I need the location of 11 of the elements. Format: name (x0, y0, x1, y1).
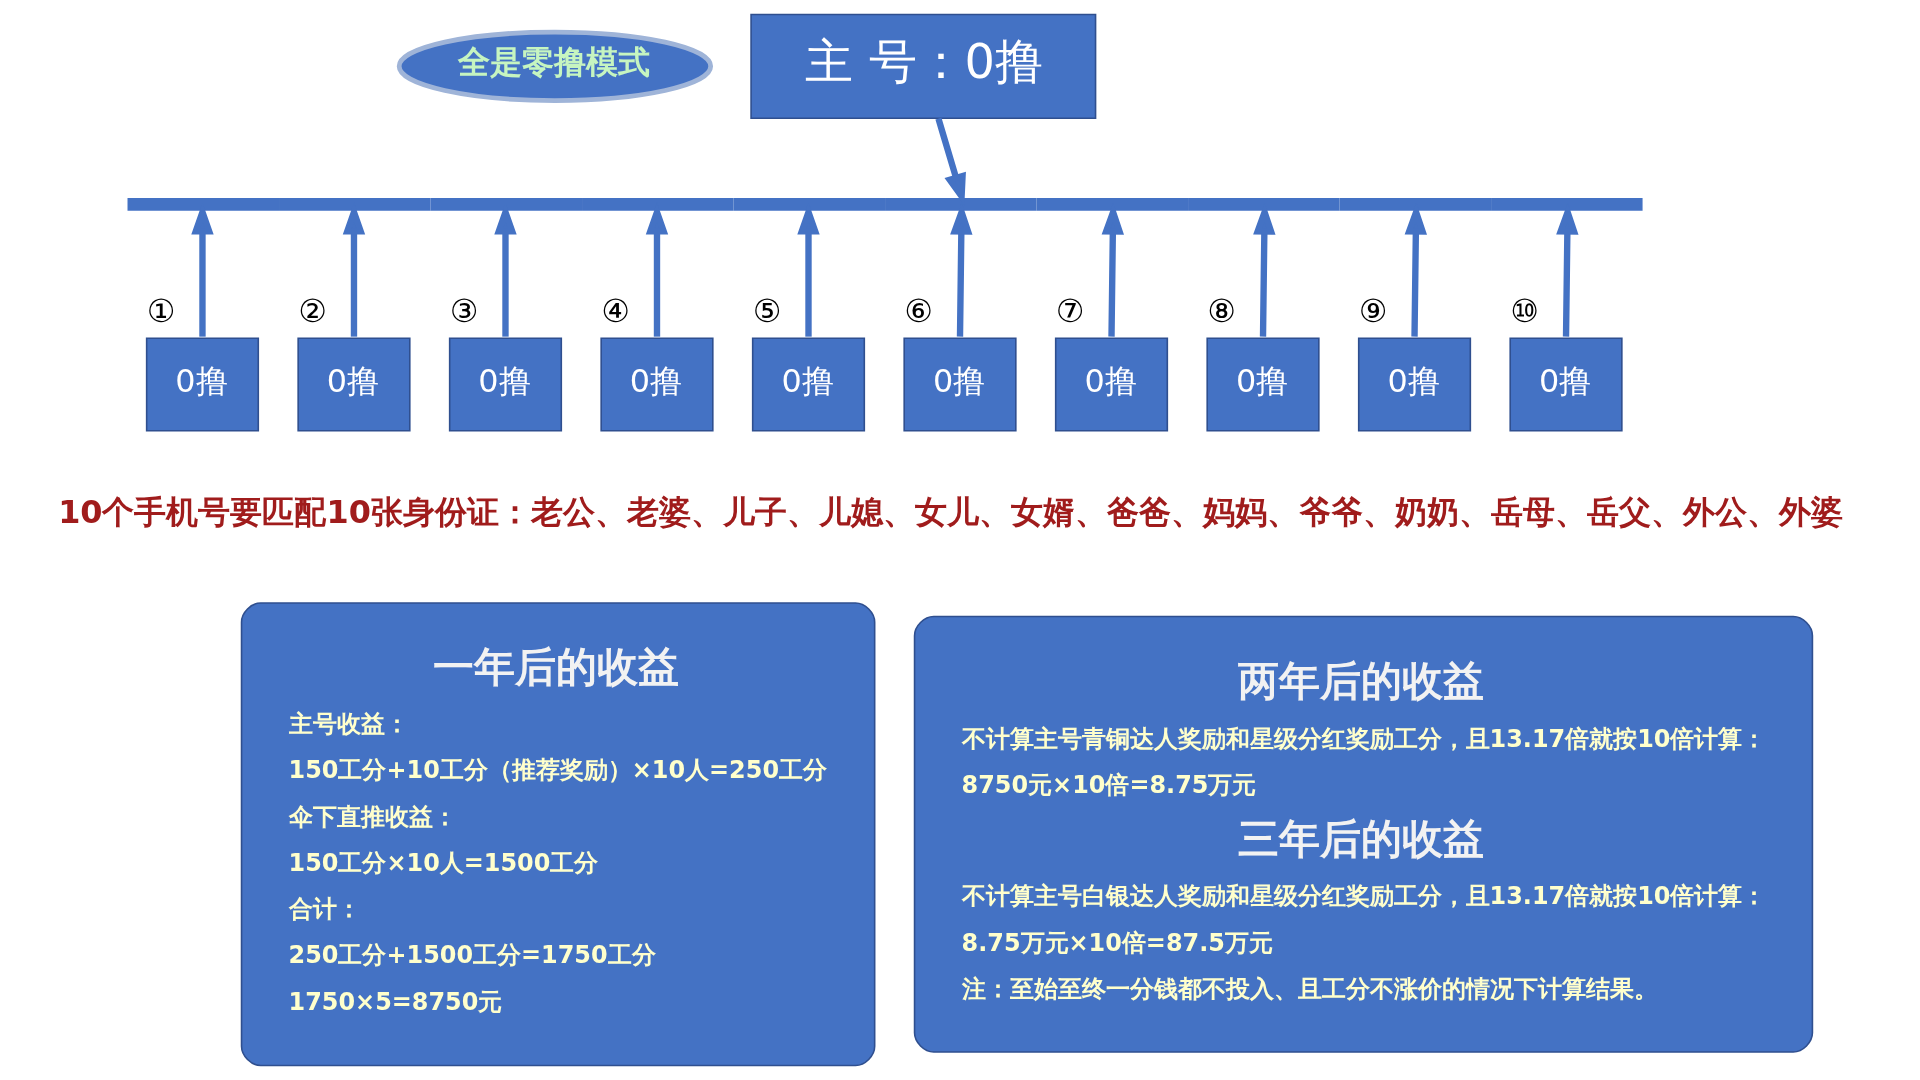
node-label: ③ (449, 292, 479, 331)
node-label: ⑥ (904, 292, 933, 331)
node-label: ⑦ (1055, 292, 1085, 331)
node-label: ⑨ (1358, 292, 1388, 331)
node-label: ① (146, 292, 176, 331)
node-label: ⑩ (1510, 292, 1539, 331)
node-label: ⑤ (752, 292, 782, 331)
node-label: ② (298, 292, 327, 331)
node-label: ④ (601, 292, 630, 331)
label: 10个手机号要匹配10张身份证：老公、老婆、儿子、儿媳、女儿、女婿、爸爸、妈妈、爷爷、奶奶、岳母、岳父、外公、外婆 (58, 493, 1843, 532)
node-label: ⑧ (1207, 292, 1236, 331)
